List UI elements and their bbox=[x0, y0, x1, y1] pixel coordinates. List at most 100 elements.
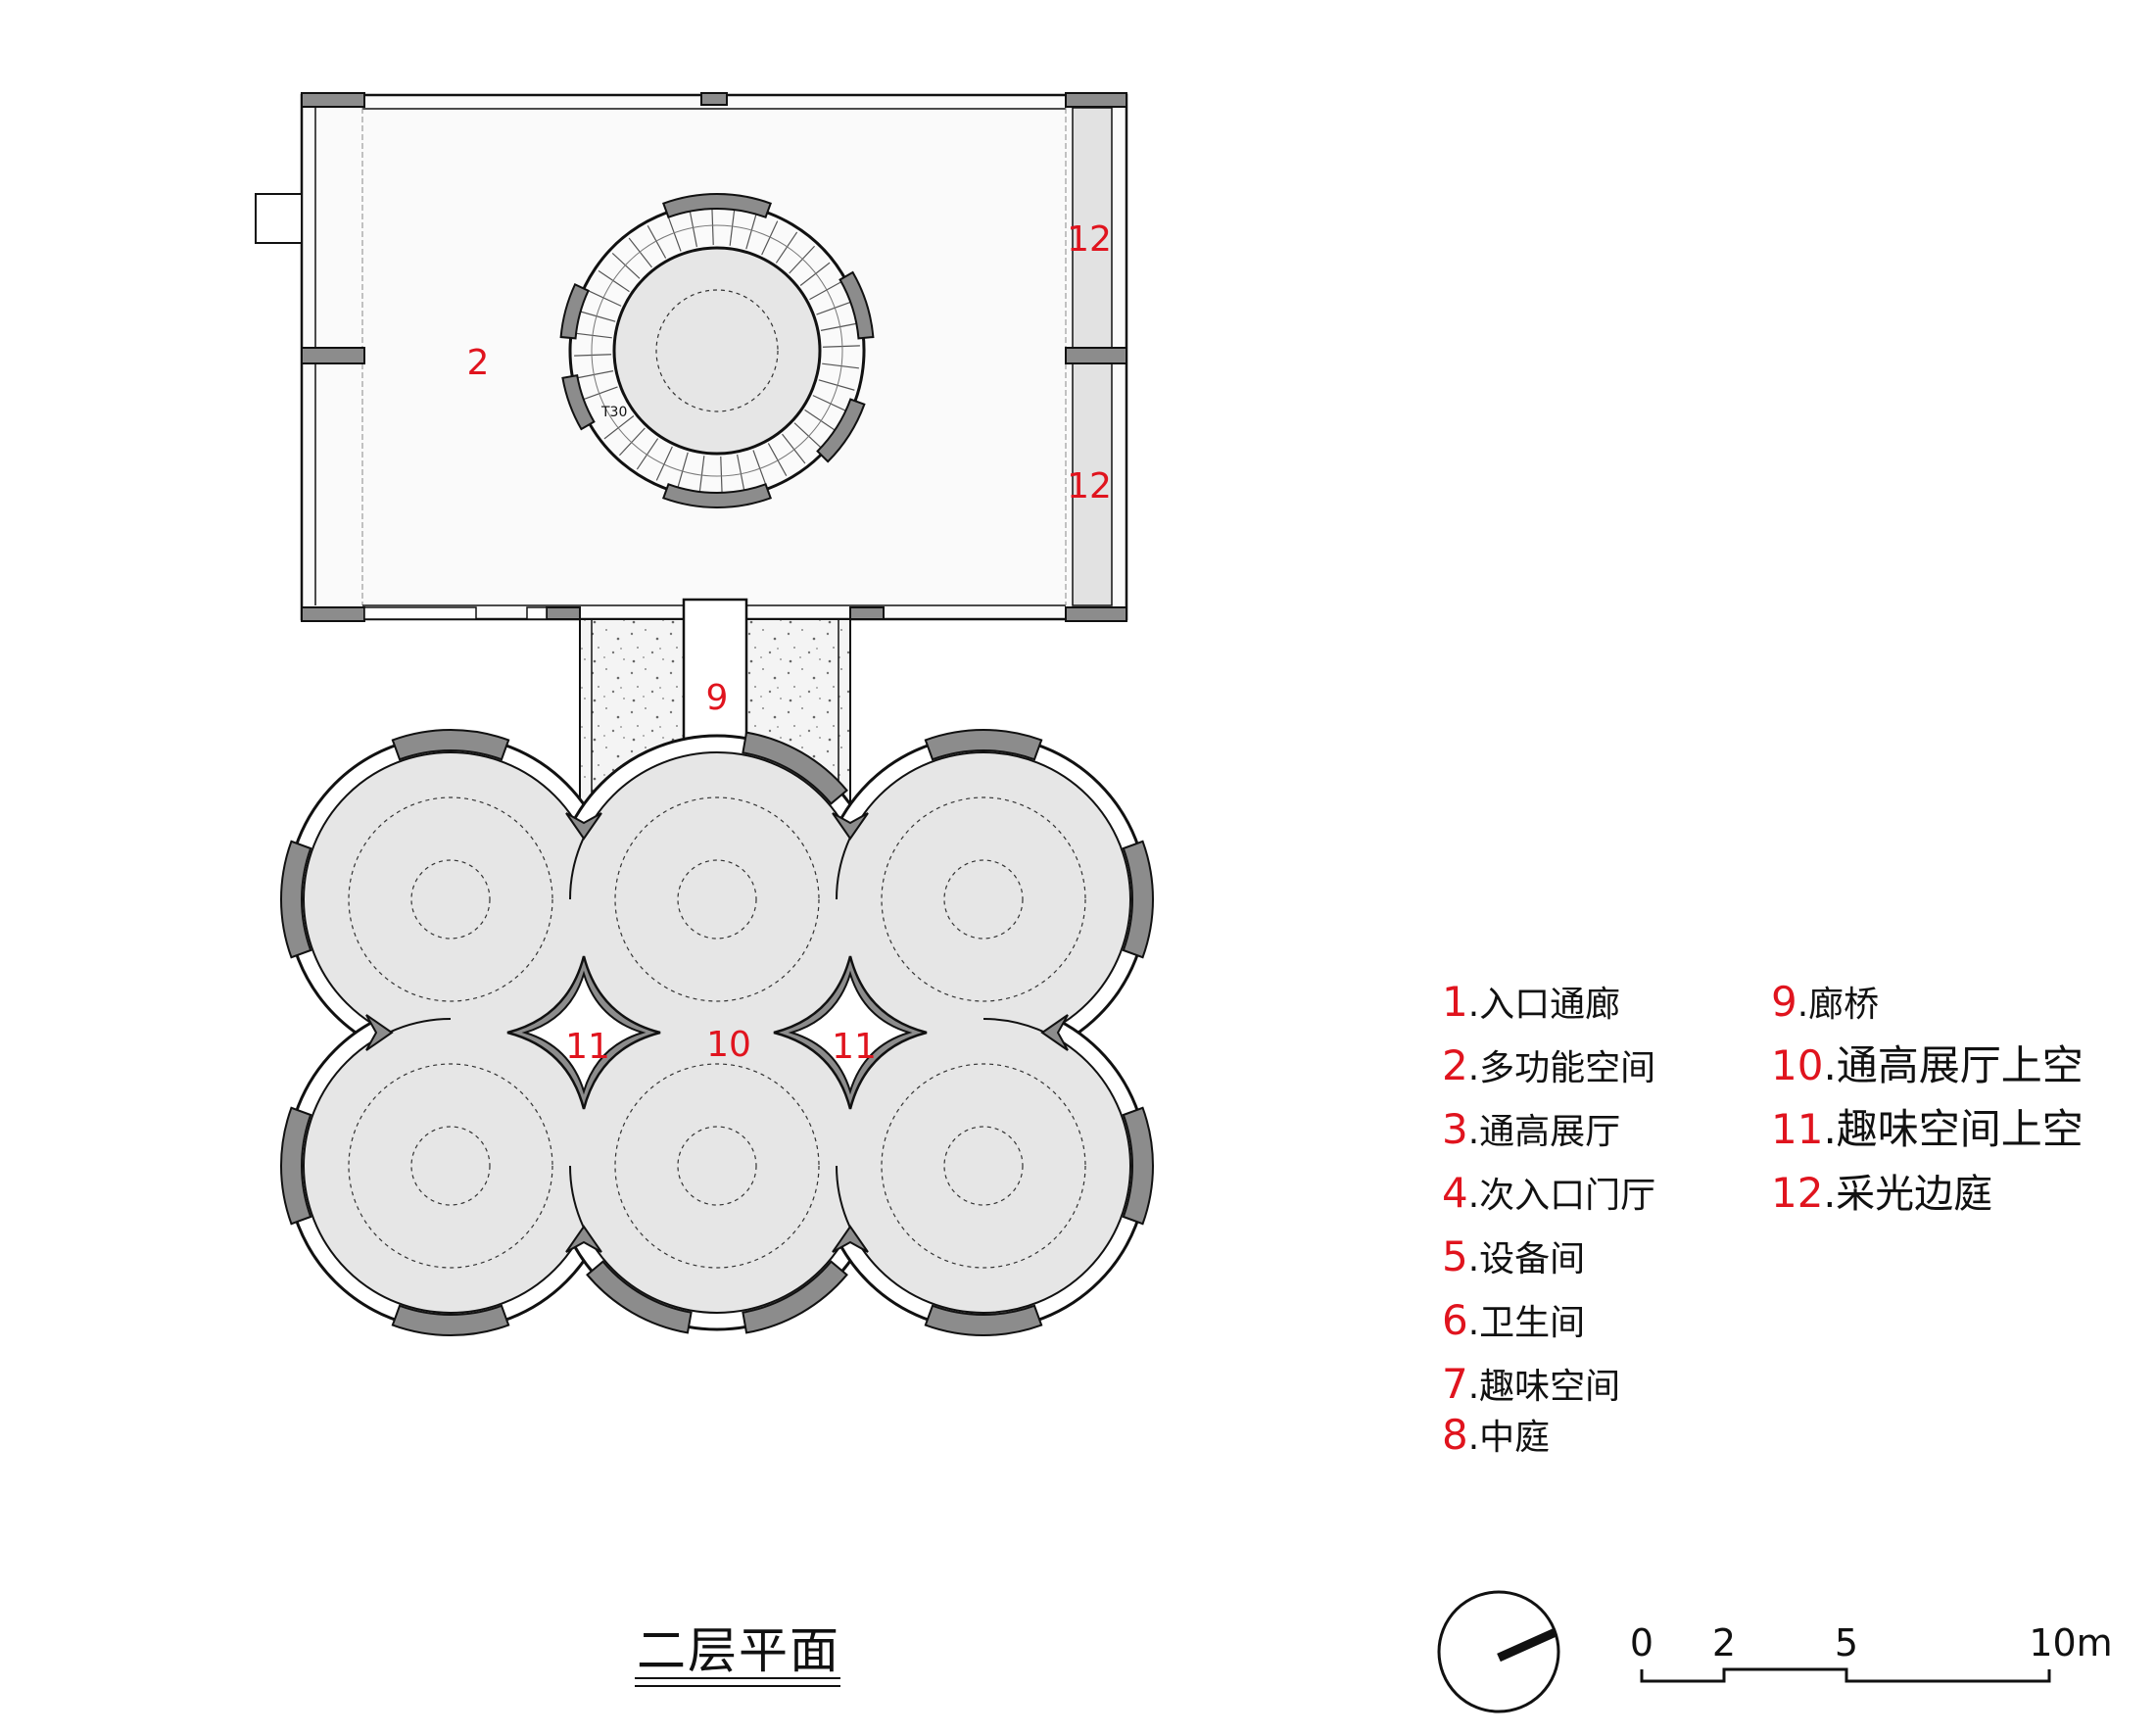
stair-tread bbox=[598, 269, 630, 293]
stair-wall-segment bbox=[559, 283, 590, 340]
stair-tread bbox=[689, 210, 697, 248]
dashed-ring-large bbox=[348, 796, 553, 1002]
cusp-column bbox=[565, 1225, 602, 1253]
stair-tread bbox=[737, 454, 745, 492]
stair-tread bbox=[775, 231, 798, 264]
curved-wall-segment bbox=[586, 1260, 693, 1334]
spiral-stair: T30 bbox=[559, 193, 875, 508]
room-label-9: 9 bbox=[706, 678, 729, 718]
legend-item-5: 5.设备间 bbox=[1442, 1232, 1586, 1280]
dashed-ring-large bbox=[348, 1063, 553, 1269]
stair-tread bbox=[720, 456, 723, 494]
stair-tread bbox=[818, 379, 855, 391]
curved-wall-segment bbox=[1122, 1106, 1155, 1226]
stair-wall-segment bbox=[661, 193, 773, 219]
void-opening bbox=[521, 970, 647, 1095]
dashed-ring-small bbox=[410, 859, 491, 940]
scale-tick-10m: 10m bbox=[2029, 1621, 2112, 1664]
room-label-12-top: 12 bbox=[1067, 219, 1112, 260]
stair-tread bbox=[576, 370, 614, 379]
dashed-ring-small bbox=[943, 859, 1024, 940]
curved-wall-segment bbox=[280, 840, 312, 959]
stair-tread bbox=[729, 209, 736, 246]
stair-tread bbox=[698, 456, 705, 493]
stair-tread bbox=[711, 208, 714, 246]
curved-wall-segment bbox=[391, 1304, 510, 1337]
room-label-12-bottom: 12 bbox=[1067, 466, 1112, 506]
stair-tread bbox=[677, 452, 689, 489]
scale-tick-2: 2 bbox=[1712, 1621, 1736, 1664]
stair-tread bbox=[745, 213, 757, 250]
dashed-ring-large bbox=[881, 796, 1086, 1002]
room-label-10: 10 bbox=[706, 1025, 751, 1065]
room-label-11-left: 11 bbox=[565, 1027, 610, 1067]
legend-item-3: 3.通高展厅 bbox=[1442, 1105, 1621, 1153]
stair-tread bbox=[579, 311, 616, 322]
stair-tread bbox=[575, 332, 612, 339]
drawing-title: 二层平面 bbox=[637, 1622, 840, 1679]
legend-item-2: 2.多功能空间 bbox=[1442, 1041, 1656, 1089]
stair-tread bbox=[822, 345, 860, 348]
stair-tread bbox=[767, 443, 788, 476]
stair-tread bbox=[761, 220, 779, 256]
curved-wall-segment bbox=[924, 729, 1043, 761]
title-underline-2 bbox=[635, 1685, 840, 1687]
room-label-11-right: 11 bbox=[832, 1027, 877, 1067]
stair-tread bbox=[812, 395, 847, 412]
void-opening bbox=[788, 970, 913, 1095]
stair-tread bbox=[820, 322, 858, 331]
cusp-column bbox=[365, 1014, 394, 1051]
legend-item-7: 7.趣味空间 bbox=[1442, 1360, 1621, 1408]
cusp-column bbox=[832, 812, 869, 841]
scale-tick-0: 0 bbox=[1630, 1621, 1653, 1664]
dashed-ring-large bbox=[881, 1063, 1086, 1269]
stair-tread bbox=[647, 225, 667, 259]
stair-tread bbox=[782, 433, 806, 464]
curved-wall-segment bbox=[742, 731, 848, 805]
legend-item-10: 10.通高展厅上空 bbox=[1771, 1041, 2084, 1089]
stair-handrail bbox=[591, 224, 843, 477]
stair-tread bbox=[667, 216, 682, 252]
dashed-ring-small bbox=[410, 1126, 491, 1206]
scale-bar: 0 2 5 10m bbox=[1630, 1621, 2113, 1683]
stair-tread bbox=[822, 362, 859, 369]
legend-item-11: 11.趣味空间上空 bbox=[1771, 1105, 2084, 1153]
stair-wall-segment bbox=[561, 374, 596, 431]
dashed-ring-small bbox=[677, 1126, 757, 1206]
stair-tread bbox=[809, 280, 842, 301]
stair-tread bbox=[636, 438, 659, 470]
legend-item-6: 6.卫生间 bbox=[1442, 1296, 1586, 1344]
stair-tread bbox=[587, 289, 622, 307]
dashed-ring-large bbox=[614, 796, 820, 1002]
legend-item-12: 12.采光边庭 bbox=[1771, 1169, 1993, 1217]
stair-tread bbox=[655, 446, 673, 481]
stair-tread bbox=[628, 237, 652, 268]
stair-wall-segment bbox=[838, 270, 875, 340]
stair-tag: T30 bbox=[600, 405, 627, 420]
stair-tread bbox=[789, 245, 816, 274]
stair-tread bbox=[618, 427, 646, 457]
dashed-ring-large bbox=[614, 1063, 820, 1269]
curved-wall-segment bbox=[742, 1260, 848, 1334]
stair-tread bbox=[816, 301, 852, 315]
scale-tick-5: 5 bbox=[1835, 1621, 1858, 1664]
stair-wall-segment bbox=[661, 482, 773, 508]
curved-wall-segment bbox=[280, 1106, 312, 1226]
lower-circular-building bbox=[280, 729, 1155, 1337]
cusp-column bbox=[565, 812, 602, 841]
stair-tread bbox=[799, 262, 831, 286]
stair-tread bbox=[793, 422, 823, 450]
north-arrow-icon bbox=[1437, 1590, 1560, 1713]
legend-item-4: 4.次入口门厅 bbox=[1442, 1169, 1656, 1217]
stair-tread bbox=[804, 409, 837, 432]
cusp-column bbox=[1040, 1014, 1069, 1051]
stair-wall-segment bbox=[816, 398, 866, 463]
stair-tread bbox=[582, 386, 618, 401]
dashed-ring-small bbox=[677, 859, 757, 940]
stair-tread bbox=[574, 354, 612, 357]
legend-item-9: 9.廊桥 bbox=[1771, 978, 1880, 1026]
title-underline bbox=[635, 1677, 840, 1679]
cusp-column bbox=[832, 1225, 869, 1253]
room-label-2: 2 bbox=[467, 343, 490, 383]
